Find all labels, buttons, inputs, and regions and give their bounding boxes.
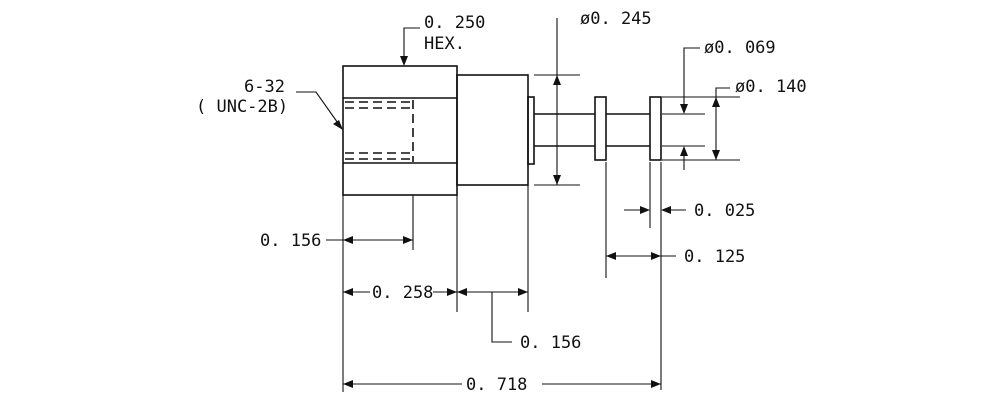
label-hex-size: 0. 250	[424, 13, 485, 33]
label-collar-diameter: ø0. 140	[735, 77, 807, 97]
shaft	[527, 96, 662, 165]
label-body-diameter: ø0. 245	[580, 9, 652, 29]
label-thread-class: ( UNC-2B)	[196, 97, 288, 117]
hex-nut-body	[342, 65, 458, 196]
dim-overall-length	[343, 380, 661, 388]
label-hex-word: HEX.	[424, 34, 465, 54]
dim-collar-spacing	[605, 162, 676, 390]
label-hex-length: 0. 258	[372, 283, 433, 303]
dim-knurl-length	[457, 288, 528, 343]
extension-lines	[342, 185, 529, 392]
dim-collar-diameter	[662, 87, 740, 161]
label-collar-spacing: 0. 125	[684, 247, 745, 267]
dim-collar-width	[624, 162, 686, 228]
label-knurl-length: 0. 156	[520, 333, 581, 353]
label-thread-size: 6-32	[244, 77, 285, 97]
label-overall-length: 0. 718	[466, 375, 527, 395]
dim-body-diameter	[534, 18, 580, 186]
dim-groove-diameter	[662, 47, 705, 170]
label-collar-width: 0. 025	[694, 201, 755, 221]
label-groove-diameter: ø0. 069	[704, 38, 776, 58]
dim-thread-depth	[326, 236, 413, 244]
dim-hex-length	[343, 288, 457, 296]
knurled-section	[456, 74, 529, 186]
hex-leader	[400, 27, 420, 66]
label-thread-depth: 0. 156	[260, 231, 321, 251]
threaded-bore-hidden-lines	[345, 100, 414, 162]
thread-leader	[296, 91, 343, 130]
